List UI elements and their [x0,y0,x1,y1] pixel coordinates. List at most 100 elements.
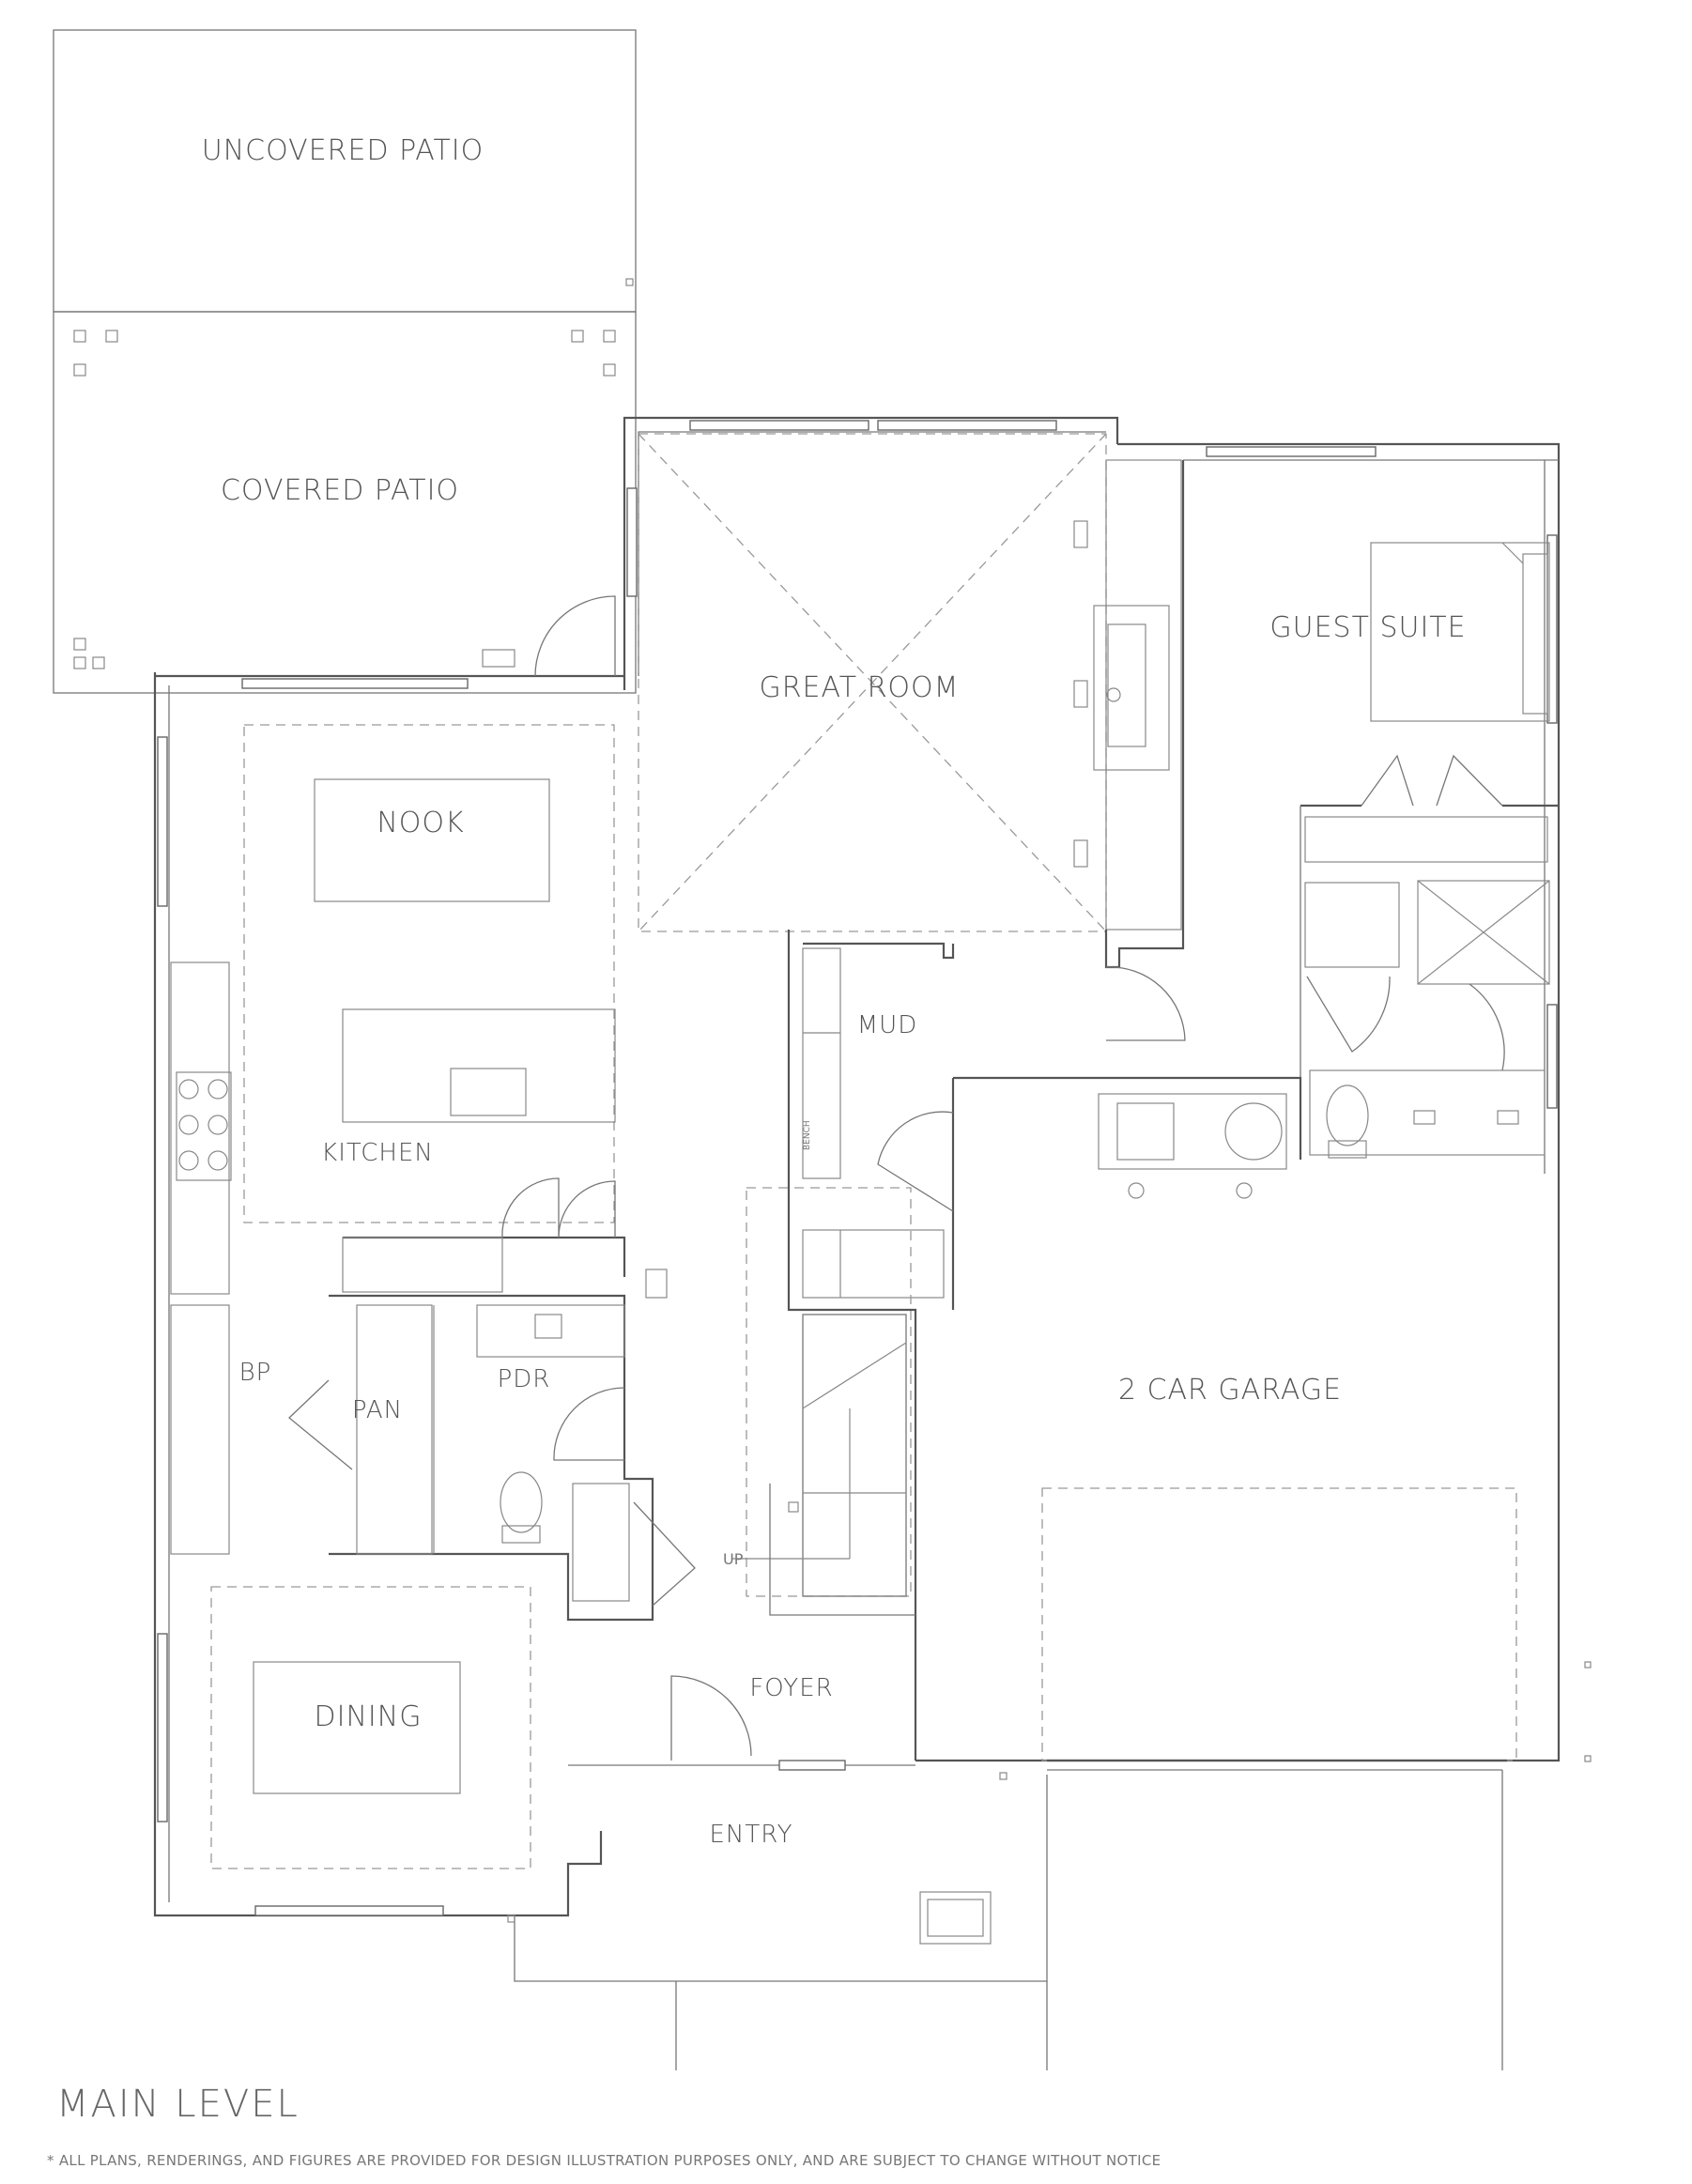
toilet-tank [1328,1140,1367,1159]
mud-door[interactable] [877,1111,954,1212]
window [689,420,869,431]
label-kitchen: KITCHEN [321,1139,434,1167]
pdr-door[interactable] [553,1387,625,1461]
guest-suite [1183,459,1559,1160]
great-room-ceiling-outline [638,433,1107,932]
patio-door[interactable] [534,595,616,677]
patio-post [73,638,86,651]
burner [208,1079,228,1100]
window [254,1905,444,1916]
powder-toilet-tank [501,1525,541,1544]
label-foyer: FOYER [749,1674,833,1702]
speaker [1073,680,1088,708]
label-up: UP [723,1550,744,1568]
pantry-door[interactable] [501,1177,560,1238]
label-covered-patio: COVERED PATIO [221,474,459,507]
speaker [1073,520,1088,548]
patio-post [625,278,634,286]
water-heater-platform [1098,1093,1287,1170]
uncovered-patio-outline [53,29,637,313]
label-mud: MUD [857,1011,917,1039]
wall-fixture [645,1269,668,1299]
mud-room [787,930,1302,1761]
label-uncovered-patio: UNCOVERED PATIO [202,134,485,167]
shower-door[interactable] [1469,983,1505,1071]
window [1546,1004,1558,1109]
label-bp: BP [239,1359,272,1387]
pantry-powder [210,1294,696,1869]
coat-closet [572,1483,630,1602]
water-heater [1224,1102,1283,1161]
sink [1497,1110,1519,1125]
exterior-walls [153,416,1561,2070]
washer-dryer-shelf [802,1229,945,1299]
patio-post [603,330,616,343]
garage-door-outline [1041,1487,1517,1761]
dining-ceiling-outline [210,1586,531,1869]
powder-vanity [476,1304,625,1358]
furnace [1116,1102,1175,1161]
patio-area [53,29,637,694]
bed [1370,542,1550,722]
label-pan: PAN [352,1396,403,1424]
closet-door[interactable] [1436,754,1503,807]
tall-cabinets [170,1304,230,1555]
coat-closet-door[interactable] [633,1501,696,1607]
label-garage: 2 CAR GARAGE [1118,1374,1342,1407]
pantry-door[interactable] [558,1180,616,1238]
entry-post [999,1772,1008,1780]
range-cooktop [176,1071,232,1181]
sink [1413,1110,1436,1125]
label-bench: BENCH [803,1120,812,1150]
nook-ceiling-outline [243,724,615,1223]
linen-closet [1304,882,1400,968]
garage [1041,1487,1592,1762]
fireplace-knob [1106,687,1121,702]
label-pdr: PDR [498,1365,551,1393]
entry-planter [919,1891,992,1945]
patio-post [92,656,105,669]
foyer-entry [507,1675,1008,1945]
patio-post [73,363,86,377]
fireplace [1093,605,1170,771]
dining-table [253,1661,461,1794]
island-sink [450,1068,527,1116]
label-dining: DINING [315,1700,423,1733]
stair-run [802,1314,907,1597]
closet-door[interactable] [1361,754,1414,807]
pantry-shelving [356,1304,433,1555]
level-title: MAIN LEVEL [56,2083,300,2126]
garage-entry-door[interactable] [1105,966,1186,1041]
window [778,1760,846,1771]
garage-post [1584,1755,1592,1762]
patio-grill [482,649,515,668]
patio-post [73,330,86,343]
label-great-room: GREAT ROOM [759,671,959,704]
nook-table [314,778,550,902]
burner [178,1079,199,1100]
speaker [1073,839,1088,868]
pan-door[interactable] [288,1379,353,1470]
label-nook: NOOK [377,807,464,839]
label-entry: ENTRY [709,1821,792,1849]
label-guest-suite: GUEST SUITE [1269,611,1466,644]
burner [178,1115,199,1135]
window [877,420,1057,431]
kitchen-island [342,1008,616,1123]
window [626,487,638,597]
entry-post [507,1915,515,1923]
window [157,1633,168,1823]
closet-shelf [1304,816,1548,863]
disclaimer: * ALL PLANS, RENDERINGS, AND FIGURES ARE… [47,2152,1161,2169]
front-door[interactable] [670,1675,752,1761]
pantry-counter [342,1237,503,1293]
headboard [1522,553,1548,715]
powder-toilet [500,1471,543,1533]
bath-door[interactable] [1306,976,1391,1053]
room-labels: UNCOVERED PATIO COVERED PATIO GREAT ROOM… [202,134,1466,1849]
mud-bench [802,947,841,1179]
window [157,736,168,907]
patio-post [105,330,118,343]
burner [208,1115,228,1135]
